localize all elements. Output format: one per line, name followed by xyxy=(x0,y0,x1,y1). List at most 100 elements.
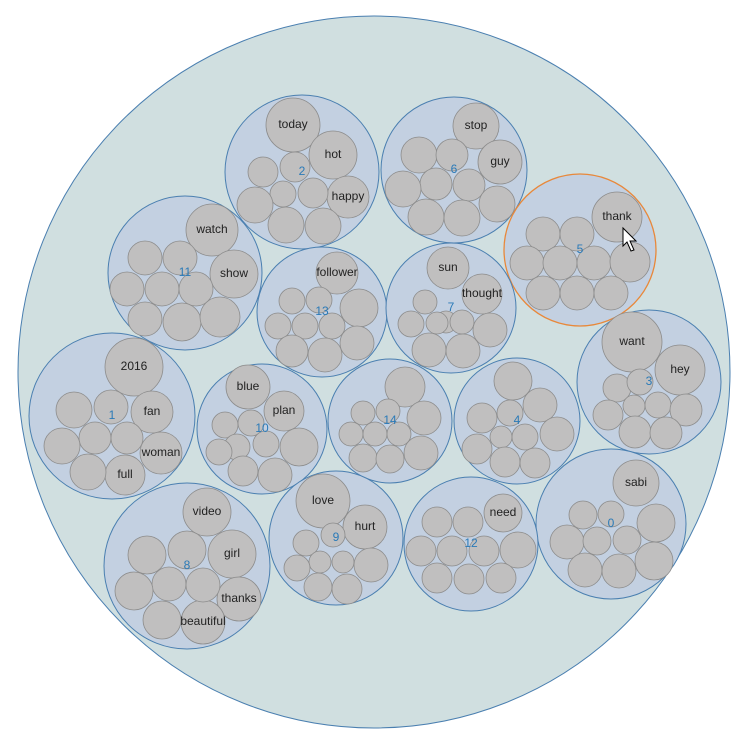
word-bubble-9-3[interactable] xyxy=(320,522,346,548)
word-bubble-5-8[interactable] xyxy=(559,275,595,311)
word-bubble-2-8[interactable] xyxy=(267,206,305,244)
word-bubble-9-9[interactable] xyxy=(331,573,363,605)
word-bubble-5-7[interactable] xyxy=(525,275,561,311)
word-bubble-14-8[interactable] xyxy=(375,444,405,474)
word-bubble-5-3[interactable] xyxy=(509,245,545,281)
word-bubble-4-3[interactable] xyxy=(496,399,524,427)
word-bubble-0-5[interactable] xyxy=(582,526,612,556)
word-bubble-11-9[interactable] xyxy=(199,296,241,338)
word-bubble-12-2[interactable] xyxy=(452,506,484,538)
word-bubble-1-5[interactable] xyxy=(93,389,129,425)
word-bubble-12-9[interactable] xyxy=(485,562,517,594)
word-bubble-9-4[interactable] xyxy=(308,550,332,574)
word-bubble-8-5[interactable] xyxy=(167,530,207,570)
word-bubble-2-4[interactable] xyxy=(247,156,279,188)
word-bubble-7-7[interactable] xyxy=(472,312,508,348)
word-bubble-hot[interactable] xyxy=(308,130,358,180)
word-bubble-stop[interactable] xyxy=(452,102,500,150)
word-bubble-10-9[interactable] xyxy=(257,457,293,493)
word-bubble-12-6[interactable] xyxy=(499,531,537,569)
word-bubble-4-9[interactable] xyxy=(519,447,551,479)
word-bubble-14-6[interactable] xyxy=(386,421,412,447)
word-bubble-12-1[interactable] xyxy=(421,506,453,538)
word-bubble-woman[interactable] xyxy=(139,431,183,475)
word-bubble-fan[interactable] xyxy=(130,390,174,434)
word-bubble-14-0[interactable] xyxy=(384,366,426,408)
word-bubble-14-4[interactable] xyxy=(338,421,364,447)
word-bubble-5-4[interactable] xyxy=(542,245,578,281)
word-bubble-watch[interactable] xyxy=(185,203,239,257)
word-bubble-14-2[interactable] xyxy=(375,398,401,424)
word-bubble-2-6[interactable] xyxy=(297,177,329,209)
word-bubble-follower[interactable] xyxy=(315,251,359,295)
word-bubble-14-9[interactable] xyxy=(403,435,439,471)
word-bubble-14-7[interactable] xyxy=(348,443,378,473)
word-bubble-4-2[interactable] xyxy=(466,402,498,434)
word-bubble-6-2[interactable] xyxy=(400,136,438,174)
word-bubble-plan[interactable] xyxy=(263,390,305,432)
word-bubble-7-5[interactable] xyxy=(425,311,449,335)
word-bubble-6-3[interactable] xyxy=(435,138,469,172)
word-bubble-3-4[interactable] xyxy=(622,394,646,418)
word-bubble-11-4[interactable] xyxy=(109,271,145,307)
word-bubble-sun[interactable] xyxy=(426,246,470,290)
word-bubble-7-4[interactable] xyxy=(397,310,425,338)
word-bubble-5-1[interactable] xyxy=(525,216,561,252)
word-bubble-11-8[interactable] xyxy=(162,302,202,342)
word-bubble-0-6[interactable] xyxy=(612,525,642,555)
word-bubble-5-9[interactable] xyxy=(593,275,629,311)
word-bubble-8-7[interactable] xyxy=(185,567,221,603)
word-bubble-blue[interactable] xyxy=(225,364,271,410)
word-bubble-0-9[interactable] xyxy=(601,553,637,589)
word-bubble-10-8[interactable] xyxy=(227,455,259,487)
word-bubble-9-2[interactable] xyxy=(292,529,320,557)
word-bubble-11-3[interactable] xyxy=(162,240,198,276)
word-bubble-9-7[interactable] xyxy=(353,547,389,583)
word-bubble-13-8[interactable] xyxy=(307,337,343,373)
word-bubble-4-4[interactable] xyxy=(489,425,513,449)
word-bubble-8-8[interactable] xyxy=(114,571,154,611)
word-bubble-9-6[interactable] xyxy=(283,554,311,582)
word-bubble-thanks[interactable] xyxy=(216,576,262,622)
word-bubble-4-8[interactable] xyxy=(489,446,521,478)
word-bubble-8-4[interactable] xyxy=(127,535,167,575)
word-bubble-3-7[interactable] xyxy=(669,393,703,427)
word-bubble-13-5[interactable] xyxy=(291,312,319,340)
word-bubble-3-8[interactable] xyxy=(618,415,652,449)
word-bubble-7-8[interactable] xyxy=(411,332,447,368)
word-bubble-1-8[interactable] xyxy=(43,427,81,465)
word-bubble-1-6[interactable] xyxy=(78,421,112,455)
word-bubble-0-2[interactable] xyxy=(597,500,625,528)
word-bubble-13-1[interactable] xyxy=(278,287,306,315)
word-bubble-12-8[interactable] xyxy=(453,563,485,595)
word-bubble-9-5[interactable] xyxy=(331,550,355,574)
word-bubble-3-5[interactable] xyxy=(592,399,624,431)
word-bubble-4-5[interactable] xyxy=(511,423,539,451)
word-bubble-12-5[interactable] xyxy=(468,535,500,567)
word-bubble-6-9[interactable] xyxy=(443,199,481,237)
word-bubble-4-1[interactable] xyxy=(522,387,558,423)
cluster-group-4[interactable]: 4 xyxy=(453,357,581,485)
word-bubble-4-7[interactable] xyxy=(461,433,493,465)
word-bubble-thank[interactable] xyxy=(591,191,643,243)
word-bubble-9-8[interactable] xyxy=(303,572,333,602)
word-bubble-3-6[interactable] xyxy=(644,391,672,419)
word-bubble-0-7[interactable] xyxy=(634,541,674,581)
word-bubble-6-5[interactable] xyxy=(452,168,486,202)
word-bubble-13-4[interactable] xyxy=(264,312,292,340)
word-bubble-10-6[interactable] xyxy=(205,438,233,466)
word-bubble-13-3[interactable] xyxy=(339,288,379,328)
cluster-group-14[interactable]: 14 xyxy=(327,358,453,484)
word-bubble-2-3[interactable] xyxy=(279,151,311,183)
word-bubble-4-6[interactable] xyxy=(539,416,575,452)
word-bubble-10-7[interactable] xyxy=(279,427,319,467)
